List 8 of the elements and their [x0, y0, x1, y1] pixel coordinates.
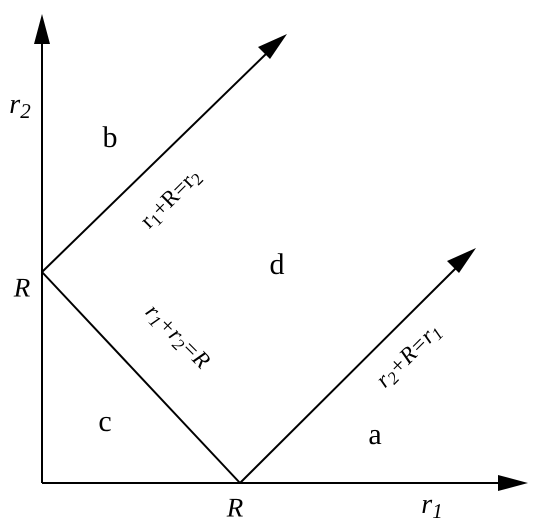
- region-label: c: [98, 407, 112, 437]
- region-label: a: [368, 420, 382, 450]
- region-label: d: [270, 250, 284, 280]
- tick-label: R: [226, 494, 244, 522]
- tick-label: R: [14, 274, 30, 302]
- region-label: b: [102, 123, 118, 153]
- axis-label: r$_{2}$: [9, 91, 31, 119]
- axis-label: r$_{1}$: [421, 491, 443, 519]
